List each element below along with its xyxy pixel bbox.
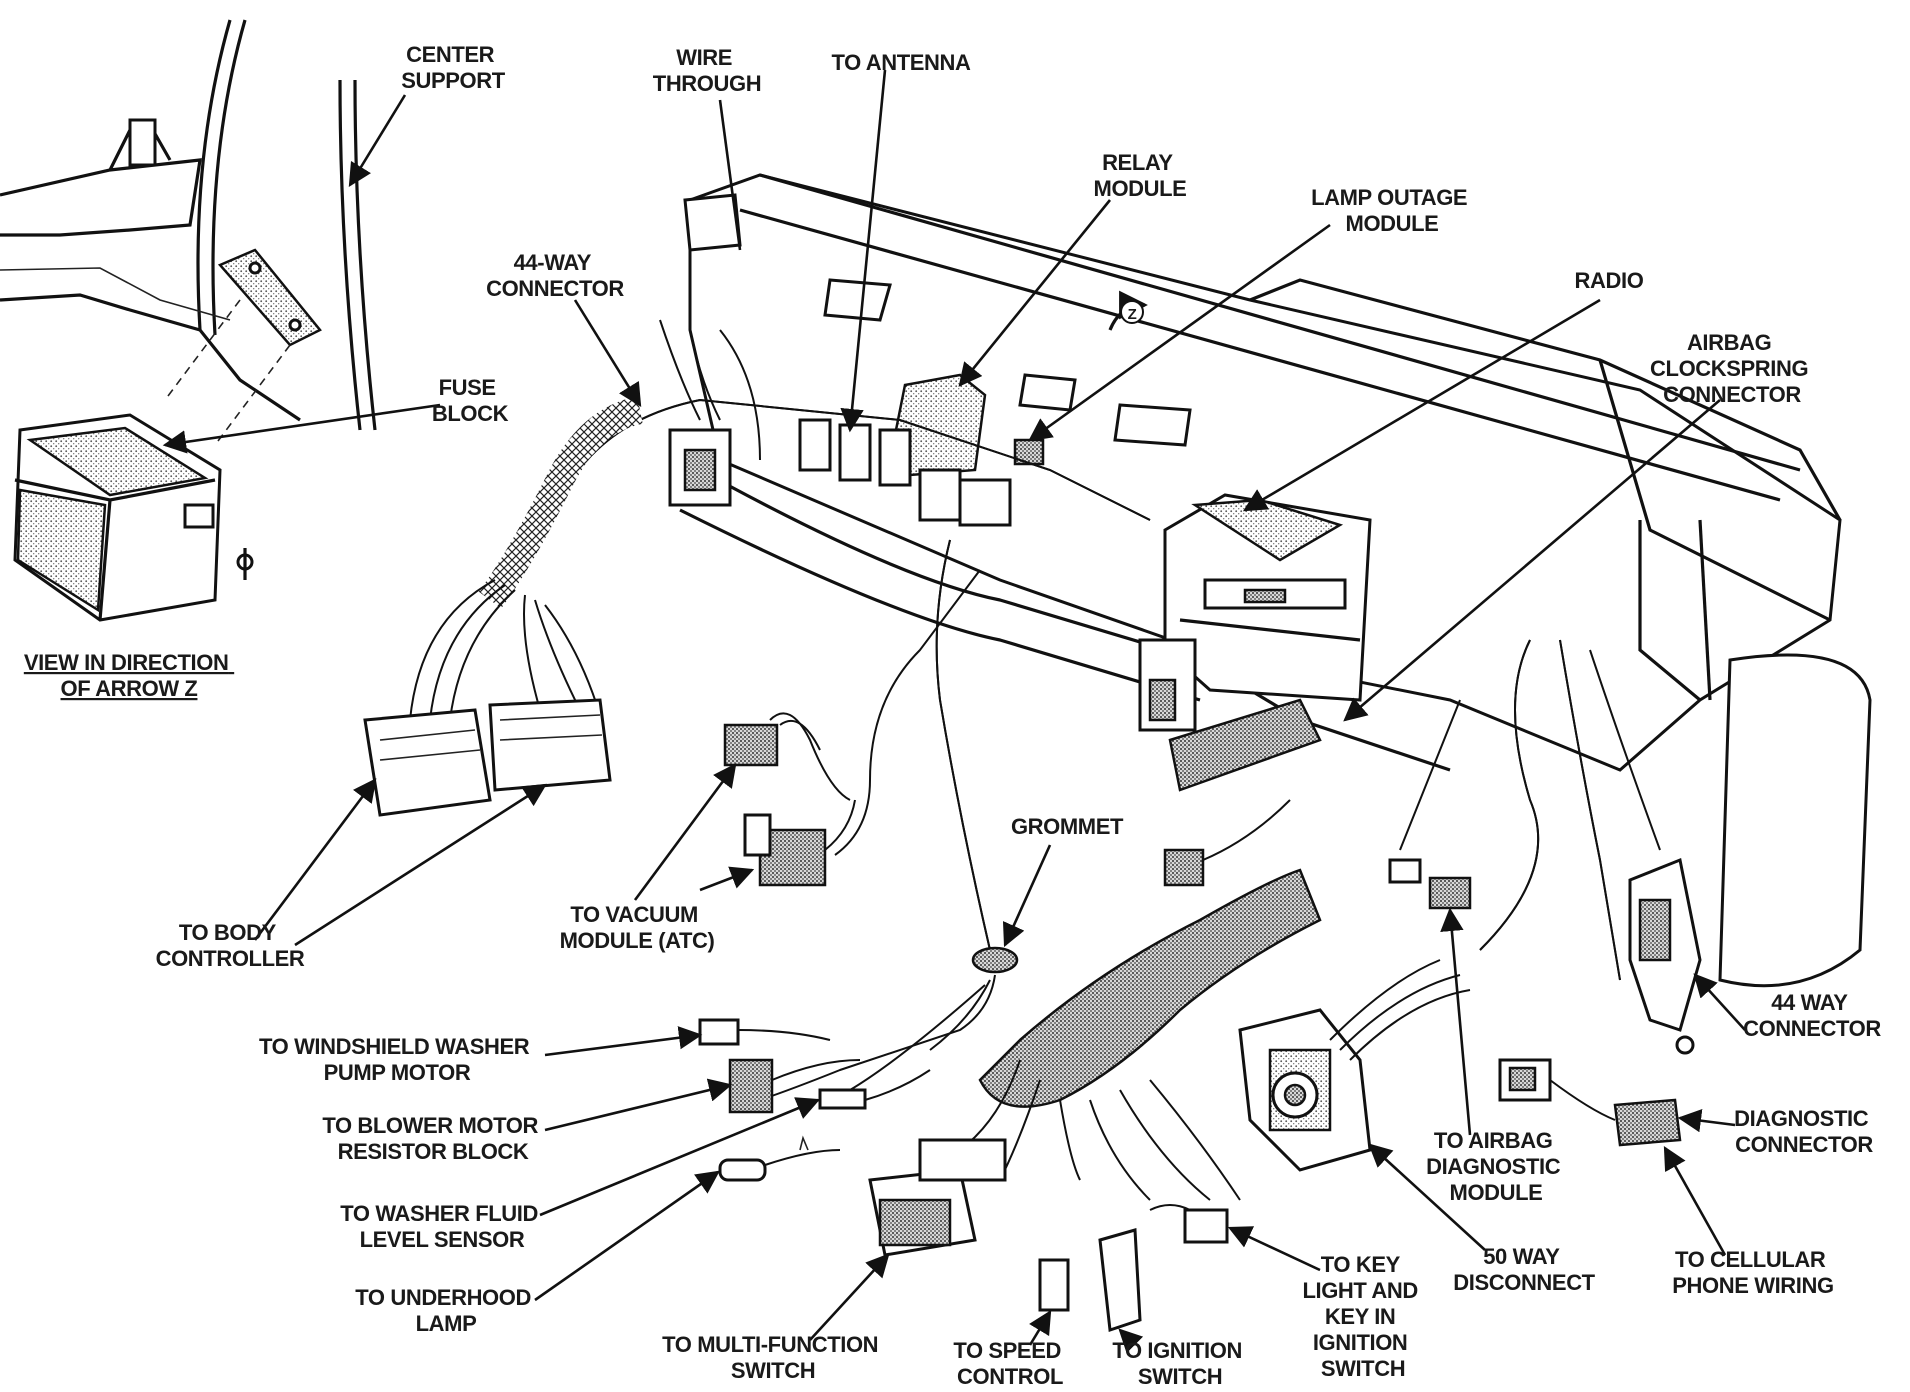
50-way-disconnect xyxy=(1238,959,1471,1172)
arrow-z-letter: Z xyxy=(1128,306,1137,323)
cellular-connector xyxy=(1549,1079,1682,1147)
speed-control-connector xyxy=(1038,1258,1070,1312)
label-to-washer-fluid: TO WASHER FLUID LEVEL SENSOR xyxy=(340,1201,543,1252)
clockspring-connector-box xyxy=(1388,858,1422,884)
label-diagnostic-connector: DIAGNOSTIC CONNECTOR xyxy=(1734,1106,1874,1157)
ignition-switch-connector xyxy=(1098,1228,1142,1333)
label-to-speed-control: TO SPEED CONTROL xyxy=(953,1338,1066,1389)
inset-center-support xyxy=(0,19,377,622)
label-to-windshield-washer: TO WINDSHIELD WASHER PUMP MOTOR xyxy=(259,1034,535,1085)
label-44-way-connector-right: 44 WAY CONNECTOR xyxy=(1743,990,1881,1041)
label-fuse-block: FUSE BLOCK xyxy=(432,375,509,426)
diagnostic-connector xyxy=(1498,1058,1552,1102)
44-way-right-connector xyxy=(1628,857,1702,1055)
right-harness xyxy=(1399,639,1661,981)
label-to-blower-motor: TO BLOWER MOTOR RESISTOR BLOCK xyxy=(322,1113,543,1164)
left-lower-small-connector xyxy=(1163,799,1291,887)
key-light-connector xyxy=(1149,1204,1229,1244)
label-to-cellular: TO CELLULAR PHONE WIRING xyxy=(1672,1247,1833,1298)
airbag-diagnostic-connector xyxy=(1428,876,1472,910)
label-to-airbag-diagnostic: TO AIRBAG DIAGNOSTIC MODULE xyxy=(1426,1128,1566,1205)
label-view-arrow-z: VIEW IN DIRECTION OF ARROW Z xyxy=(24,650,234,701)
windshield-washer-connector xyxy=(698,1018,831,1046)
label-to-multi-function: TO MULTI-FUNCTION SWITCH xyxy=(662,1332,884,1383)
arrow-z-marker: Z xyxy=(1108,290,1148,331)
label-to-key-light: TO KEY LIGHT AND KEY IN IGNITION SWITCH xyxy=(1302,1252,1423,1381)
fuse-block xyxy=(13,413,222,622)
label-to-body-controller: TO BODY CONTROLLER xyxy=(156,920,305,971)
label-radio: RADIO xyxy=(1575,268,1644,293)
body-controller-connectors xyxy=(363,579,612,817)
label-grommet: GROMMET xyxy=(1011,814,1124,839)
label-to-vacuum-module: TO VACUUM MODULE (ATC) xyxy=(560,902,715,953)
grommet-harness xyxy=(759,539,1019,1101)
label-50-way-disconnect: 50 WAY DISCONNECT xyxy=(1453,1244,1595,1295)
label-to-antenna: TO ANTENNA xyxy=(831,50,971,75)
leader-lines xyxy=(162,69,1746,1354)
main-harness xyxy=(478,319,1151,609)
multi-function-switch-connector xyxy=(868,1138,1007,1257)
instrument-panel xyxy=(679,173,1872,988)
fuse-block-screw-icon xyxy=(236,548,254,580)
label-airbag-clockspring-connector: AIRBAG CLOCKSPRING CONNECTOR xyxy=(1650,330,1814,407)
radio xyxy=(1138,493,1372,792)
washer-fluid-connector xyxy=(818,1069,931,1110)
label-to-underhood-lamp: TO UNDERHOOD LAMP xyxy=(355,1285,536,1336)
lamp-outage-module xyxy=(1013,438,1045,466)
underhood-lamp-connector xyxy=(718,1135,841,1182)
mounting-bracket xyxy=(217,248,322,347)
label-44-way-connector-left: 44-WAY CONNECTOR xyxy=(486,250,624,301)
vacuum-module-connectors xyxy=(723,569,981,887)
label-center-support: CENTER SUPPORT xyxy=(401,42,506,93)
blower-motor-connector xyxy=(728,1058,861,1114)
label-to-ignition-switch: TO IGNITION SWITCH xyxy=(1112,1338,1247,1389)
label-lamp-outage-module: LAMP OUTAGE MODULE xyxy=(1311,185,1473,236)
label-relay-module: RELAY MODULE xyxy=(1094,150,1187,201)
label-wire-through: WIRE THROUGH xyxy=(653,45,761,96)
